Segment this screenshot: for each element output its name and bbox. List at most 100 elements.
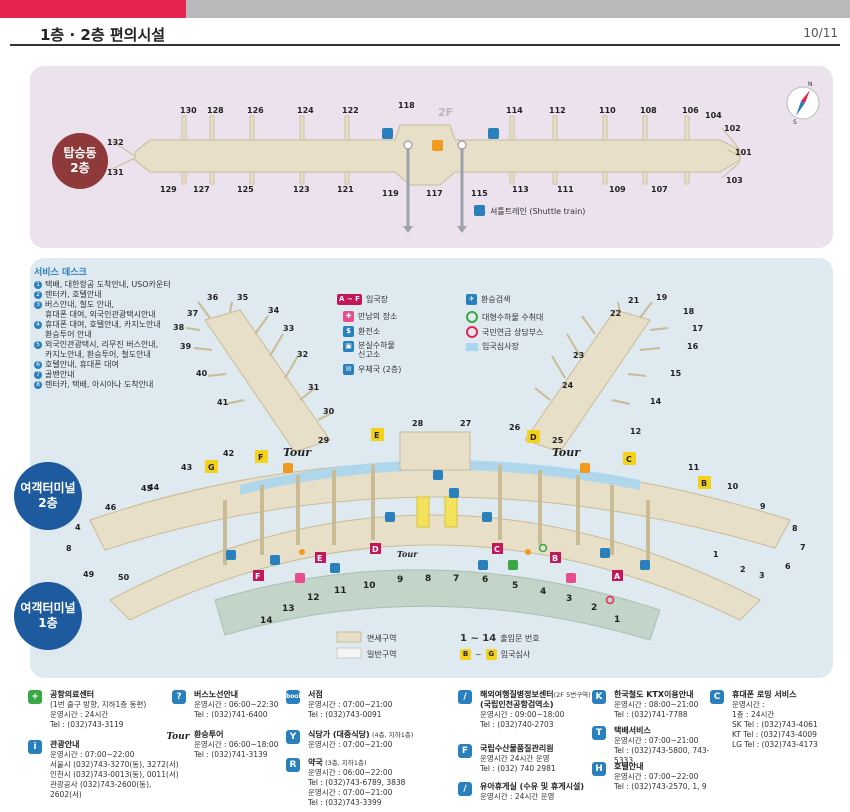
svg-text:118: 118 (398, 101, 415, 110)
shuttle-track (403, 140, 467, 233)
svg-text:110: 110 (599, 106, 616, 115)
info-icon (432, 140, 443, 151)
svg-text:F: F (255, 572, 260, 581)
top-bar-accent (0, 0, 186, 18)
tour-label-right: Tour (552, 446, 581, 459)
svg-text:26: 26 (509, 423, 521, 432)
svg-text:104: 104 (705, 111, 722, 120)
svg-text:22: 22 (610, 309, 621, 318)
svg-text:6: 6 (482, 575, 488, 585)
shuttle-legend: 셔틀트레인 (Shuttle train) (490, 206, 585, 217)
svg-text:D: D (372, 545, 379, 554)
svg-text:39: 39 (180, 342, 192, 351)
svg-text:9: 9 (760, 502, 766, 511)
phone-icon: C (710, 690, 724, 704)
baggage-legend: 대형수하물 수취대 (466, 311, 543, 323)
svg-text:3: 3 (759, 571, 765, 580)
tour-label-left: Tour (283, 446, 312, 459)
train-icon: K (592, 690, 606, 704)
svg-text:103: 103 (726, 176, 743, 185)
entrance-marks: A ~ F (337, 294, 362, 305)
svg-text:42: 42 (223, 449, 234, 458)
svg-text:24: 24 (562, 381, 574, 390)
svg-text:13: 13 (282, 604, 295, 614)
luggage-icon: ▣ (343, 341, 354, 352)
exchange-icon: $ (343, 326, 354, 337)
connectors (223, 465, 650, 565)
svg-text:108: 108 (640, 106, 657, 115)
immigration-swatch (466, 342, 478, 351)
meeting-legend: ✚만남의 장소 (343, 311, 397, 322)
svg-text:D: D (530, 433, 537, 442)
dutyfree-legend: 면세구역 (367, 634, 397, 643)
general-legend: 일반구역 (367, 650, 397, 659)
restaurant-icon: Y (286, 730, 300, 744)
svg-text:113: 113 (512, 185, 529, 194)
svg-text:33: 33 (283, 324, 294, 333)
svg-text:129: 129 (160, 185, 177, 194)
svg-text:23: 23 (573, 351, 584, 360)
svg-text:31: 31 (308, 383, 320, 392)
svg-text:30: 30 (323, 407, 335, 416)
svg-text:115: 115 (471, 189, 488, 198)
svg-text:130: 130 (180, 106, 197, 115)
exchange-legend: $환전소 (343, 326, 380, 337)
svg-text:50: 50 (118, 573, 130, 582)
general-swatch (336, 647, 362, 659)
svg-text:7: 7 (453, 574, 459, 584)
svg-text:1: 1 (713, 550, 719, 559)
svg-text:49: 49 (83, 570, 95, 579)
baggage-icon (466, 311, 478, 323)
terminal-1f (109, 514, 761, 641)
svg-text:18: 18 (683, 307, 695, 316)
nursery-icon: / (458, 782, 472, 796)
post-icon: ✉ (343, 364, 354, 375)
svg-text:132: 132 (107, 138, 124, 147)
duty-free-shops (416, 496, 458, 528)
svg-text:127: 127 (193, 185, 210, 194)
arrival-hall-markers: F E D C B A (253, 543, 623, 581)
svg-text:F: F (258, 453, 263, 462)
svg-text:45: 45 (141, 484, 153, 493)
svg-text:B: B (701, 479, 707, 488)
immigration-zone-markers: G F E D C B (205, 428, 711, 489)
svg-text:128: 128 (207, 106, 224, 115)
transfer-legend: ✈환승검색 (466, 294, 510, 305)
svg-text:12: 12 (307, 593, 320, 603)
svg-text:111: 111 (557, 185, 574, 194)
pier-fingers (185, 301, 669, 421)
tour-label-1f: Tour (397, 549, 418, 559)
svg-text:34: 34 (268, 306, 280, 315)
svg-text:3: 3 (566, 594, 572, 604)
concourse-2f-bubble: 탑승동 2층 (52, 133, 108, 189)
svg-text:107: 107 (651, 185, 668, 194)
svg-text:11: 11 (334, 586, 347, 596)
dutyfree-swatch (336, 631, 362, 643)
svg-text:38: 38 (173, 323, 185, 332)
delivery-icon: T (592, 726, 606, 740)
svg-text:41: 41 (217, 398, 229, 407)
svg-text:117: 117 (426, 189, 443, 198)
svg-text:123: 123 (293, 185, 310, 194)
svg-text:5: 5 (512, 581, 518, 591)
svg-text:9: 9 (397, 575, 403, 585)
svg-text:21: 21 (628, 296, 640, 305)
svg-text:17: 17 (692, 324, 703, 333)
facility-icons (226, 463, 650, 605)
svg-text:12: 12 (630, 427, 641, 436)
title-rule (10, 44, 840, 46)
svg-text:15: 15 (670, 369, 682, 378)
svg-text:4: 4 (540, 587, 546, 597)
svg-text:16: 16 (687, 342, 699, 351)
svg-text:1: 1 (614, 615, 620, 625)
